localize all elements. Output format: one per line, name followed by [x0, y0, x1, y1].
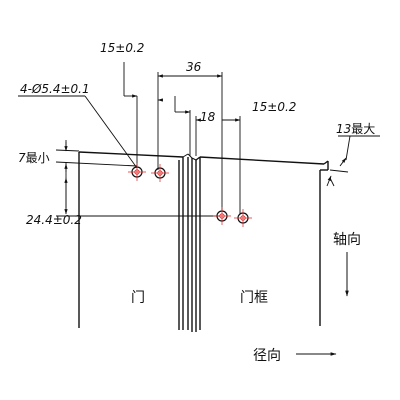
label-radial: 径向: [253, 348, 281, 364]
dim-top-offset-right: 15±0.2: [252, 100, 296, 114]
hole-frame-lower-right: [234, 209, 252, 227]
dim-center-spacing: 36: [186, 60, 202, 74]
door-frame: [195, 156, 329, 332]
label-axial: 轴向: [333, 232, 361, 248]
dim-hole-spec: 4-Ø5.4±0.1: [20, 82, 90, 96]
hinge-gap: [182, 153, 197, 161]
label-door: 门: [131, 290, 145, 306]
label-door-frame: 门框: [240, 290, 268, 306]
hole-door-upper-left: [128, 163, 146, 181]
dimension-arrows: [18, 74, 380, 215]
dim-gap-width: 18: [200, 110, 216, 124]
hole-door-upper-right: [151, 164, 169, 182]
door-panel: [78, 151, 193, 332]
mounting-holes: [128, 163, 252, 227]
dim-top-offset-left: 15±0.2: [100, 41, 144, 55]
dim-max-thickness: 13最大: [336, 122, 375, 136]
dim-min-offset: 7最小: [18, 151, 50, 165]
extension-lines: [55, 62, 349, 217]
dim-vertical-offset: 24.4±0.2: [26, 213, 82, 227]
hole-frame-lower-left: [213, 207, 231, 225]
